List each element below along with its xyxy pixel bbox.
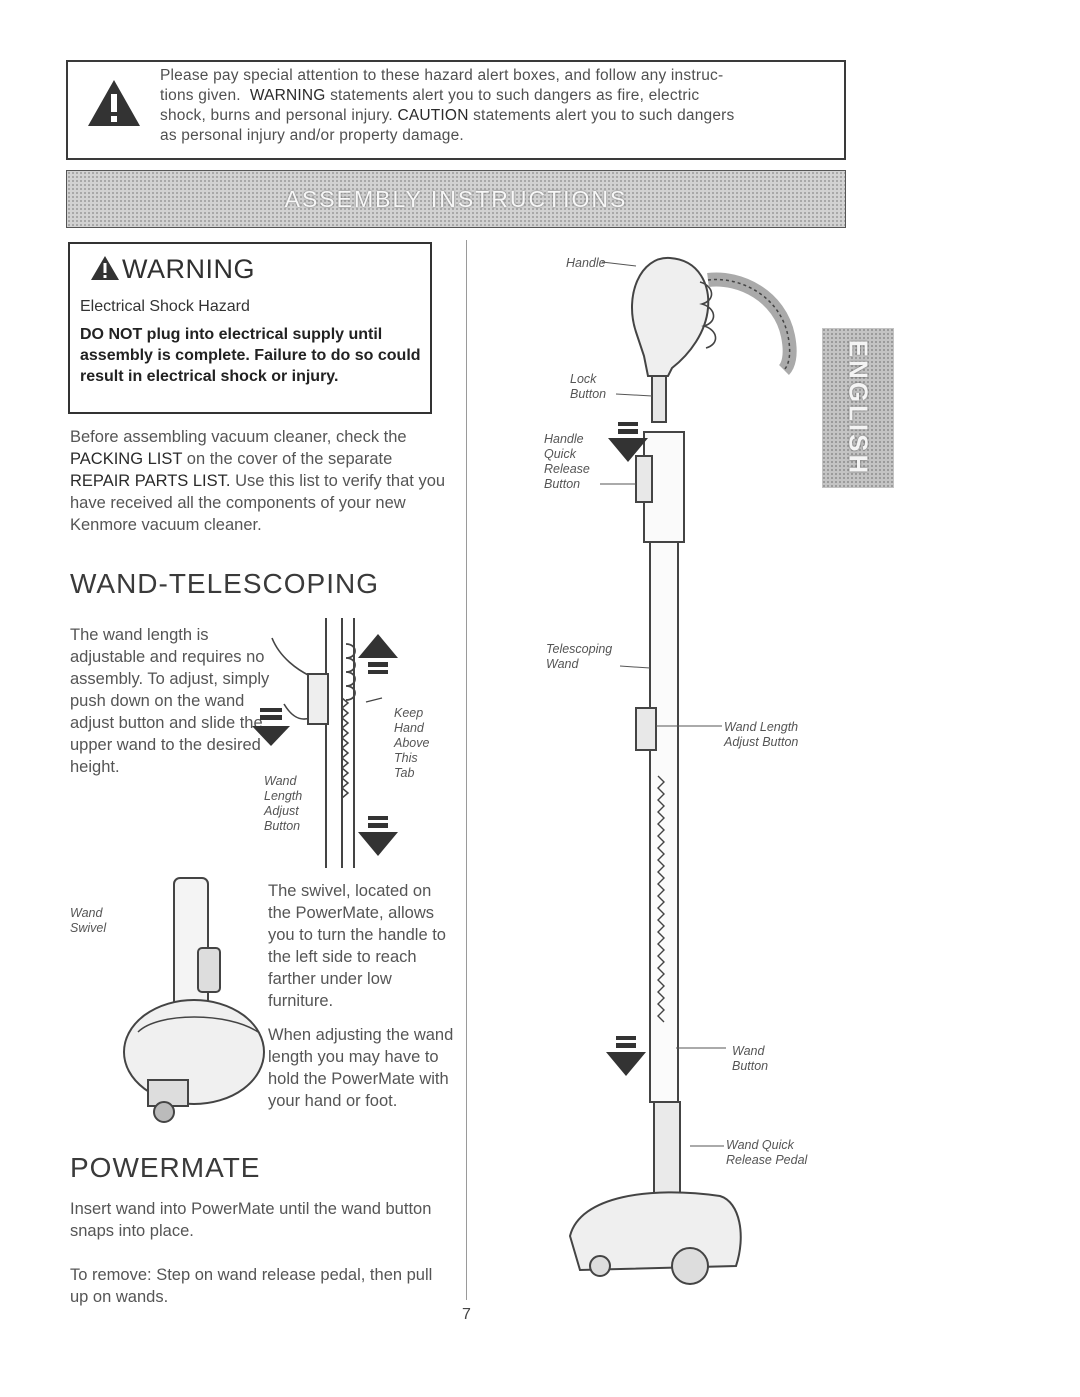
warning-subtitle: Electrical Shock Hazard — [80, 298, 250, 315]
wand-adjust-illustration — [252, 618, 398, 868]
arrow-down-icon — [252, 708, 290, 746]
powermate-swivel-illustration — [123, 877, 265, 1123]
arrow-down-icon — [608, 422, 648, 462]
hazard-notice-text: Please pay special attention to these ha… — [160, 67, 735, 144]
intro-paragraph: Before assembling vacuum cleaner, check … — [70, 428, 446, 534]
wand-length-adjust-callout: Wand Length Adjust Button — [264, 774, 303, 833]
repair-parts-list-ref: REPAIR PARTS LIST. — [70, 472, 231, 490]
wand-button-label: Wand Button — [732, 1044, 769, 1073]
powermate-heading: POWERMATE — [70, 1152, 261, 1183]
wand-quick-release-pedal-label: Wand Quick Release Pedal — [726, 1138, 808, 1167]
keep-hand-callout: Keep Hand Above This Tab — [394, 706, 430, 780]
wand-telescoping-heading: WAND-TELESCOPING — [70, 568, 379, 599]
electrical-warning-box: WARNING Electrical Shock Hazard DO NOT p… — [68, 242, 432, 414]
arrow-up-icon — [358, 634, 398, 674]
arrow-down-icon — [606, 1036, 646, 1076]
warning-triangle-icon — [88, 80, 140, 126]
warning-keyword: WARNING — [249, 87, 326, 104]
wand-telescoping-text: The wand length is adjustable and requir… — [70, 626, 270, 776]
column-divider — [466, 240, 467, 1300]
caution-keyword: CAUTION — [397, 107, 469, 124]
handle-quick-release-label: Handle Quick Release Button — [544, 432, 590, 491]
powermate-remove-text: To remove: Step on wand release pedal, t… — [70, 1266, 433, 1306]
vacuum-wand-diagram — [568, 256, 797, 1285]
swivel-paragraph: The swivel, located on the PowerMate, al… — [268, 882, 446, 1010]
wand-swivel-callout: Wand Swivel — [70, 906, 107, 935]
language-tab-label: ENGLISH — [843, 339, 874, 477]
packing-list-ref: PACKING LIST — [70, 450, 183, 468]
arrow-down-icon — [358, 816, 398, 856]
language-tab: ENGLISH — [822, 328, 894, 488]
assembly-instructions-banner: ASSEMBLY INSTRUCTIONS — [66, 170, 846, 228]
page-number: 7 — [462, 1306, 471, 1323]
hazard-notice-box: Please pay special attention to these ha… — [66, 60, 846, 160]
lock-button-label: Lock Button — [570, 372, 607, 401]
telescoping-wand-label: Telescoping Wand — [546, 642, 613, 671]
adjusting-paragraph: When adjusting the wand length you may h… — [268, 1026, 454, 1110]
warning-title: WARNING — [90, 254, 255, 285]
powermate-insert-text: Insert wand into PowerMate until the wan… — [70, 1200, 432, 1240]
wand-length-adjust-label: Wand Length Adjust Button — [724, 720, 799, 749]
warning-triangle-icon — [91, 256, 119, 280]
warning-body: DO NOT plug into electrical supply until… — [80, 326, 421, 385]
handle-label: Handle — [566, 256, 606, 270]
